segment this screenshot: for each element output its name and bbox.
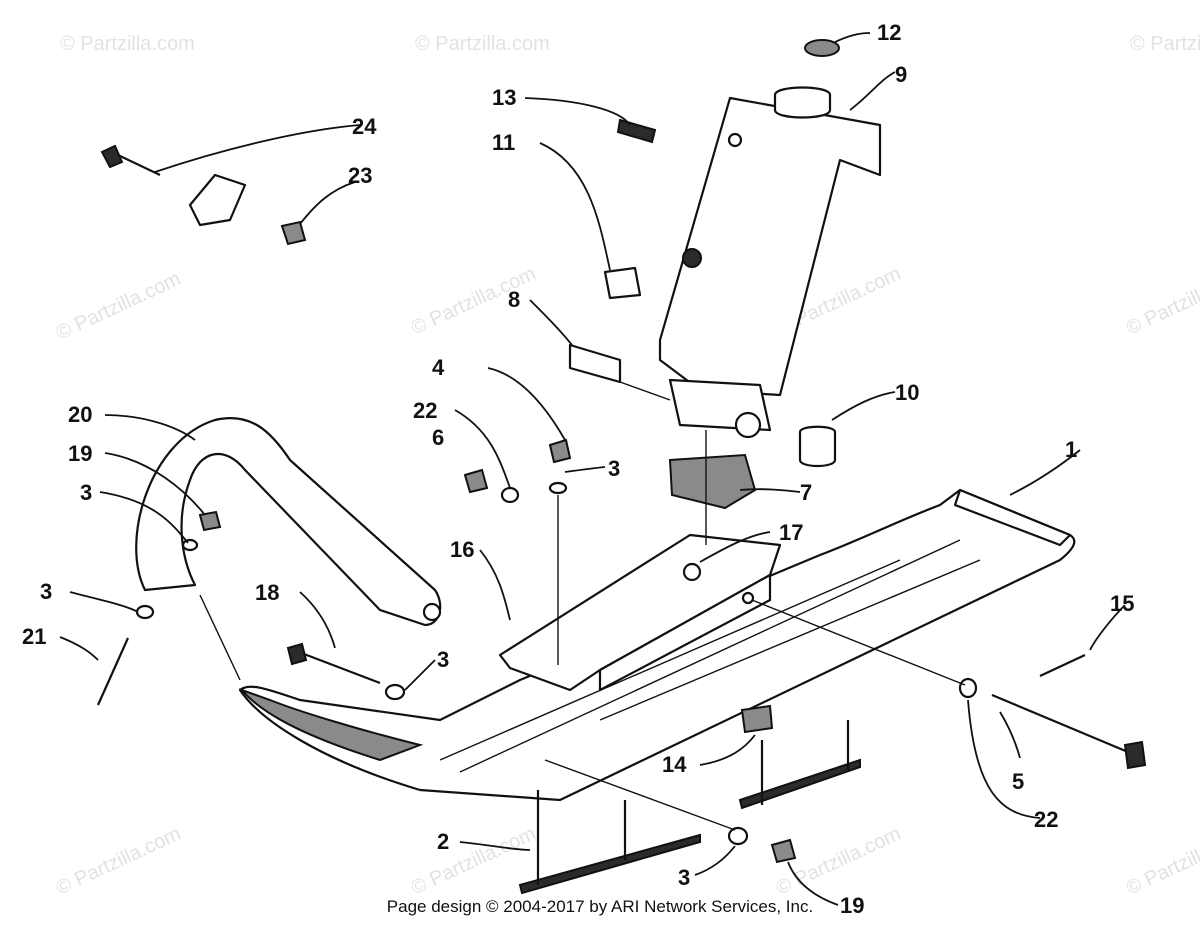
- callout-label: 12: [877, 20, 901, 45]
- callout-label: 3: [437, 647, 449, 672]
- callout-label: 10: [895, 380, 919, 405]
- callout-label: 20: [68, 402, 92, 427]
- callout-label: 8: [508, 287, 520, 312]
- callout-label: 3: [80, 480, 92, 505]
- watermark: © Partzilla.com: [408, 823, 539, 900]
- grease-fitting: [616, 118, 657, 144]
- callout-label: 13: [492, 85, 516, 110]
- watermarks: © Partzilla.com © Partzilla.com © Partzi…: [53, 33, 1200, 900]
- callout-label: 22: [413, 398, 437, 423]
- ski-loop: [135, 417, 442, 627]
- callout-label: 7: [800, 480, 812, 505]
- ski-wear-bar: [518, 720, 861, 895]
- callout-label: 4: [432, 355, 445, 380]
- hardware: [96, 144, 1147, 864]
- callout-label: 6: [432, 425, 444, 450]
- callouts: 1 2 3 3 3 3 3 4 5 6 7 8 9 10 11 12 13 14…: [22, 20, 1134, 918]
- watermark: © Partzilla.com: [415, 33, 550, 55]
- callout-label: 2: [437, 829, 449, 854]
- ski-saddle: [498, 533, 782, 692]
- callout-label: 3: [678, 865, 690, 890]
- callout-label: 24: [352, 114, 377, 139]
- watermark: © Partzilla.com: [1123, 823, 1200, 900]
- watermark: © Partzilla.com: [1123, 263, 1200, 340]
- watermark: © Partzilla.com: [1130, 33, 1200, 55]
- callout-label: 1: [1065, 437, 1077, 462]
- callout-label: 16: [450, 537, 474, 562]
- callout-label: 22: [1034, 807, 1058, 832]
- watermark: © Partzilla.com: [60, 33, 195, 55]
- callout-label: 17: [779, 520, 803, 545]
- callout-label: 9: [895, 62, 907, 87]
- callout-label: 14: [662, 752, 687, 777]
- bushings: [568, 266, 837, 468]
- spindle: [658, 86, 882, 439]
- callout-label: 11: [492, 130, 515, 155]
- watermark: © Partzilla.com: [773, 823, 904, 900]
- callout-label: 5: [1012, 769, 1024, 794]
- callout-label: 18: [255, 580, 279, 605]
- watermark: © Partzilla.com: [53, 268, 184, 345]
- callout-label: 21: [22, 624, 46, 649]
- spring-block: [668, 453, 757, 510]
- callout-label: 3: [40, 579, 52, 604]
- leader-lines: [59, 32, 1126, 906]
- callout-label: 3: [608, 456, 620, 481]
- callout-label: 15: [1110, 591, 1134, 616]
- footer-credit: Page design © 2004-2017 by ARI Network S…: [386, 897, 814, 916]
- callout-label: 19: [68, 441, 92, 466]
- watermark: © Partzilla.com: [53, 823, 184, 900]
- callout-label: 23: [348, 163, 372, 188]
- callout-label: 19: [840, 893, 864, 918]
- spindle-cap: [804, 39, 840, 57]
